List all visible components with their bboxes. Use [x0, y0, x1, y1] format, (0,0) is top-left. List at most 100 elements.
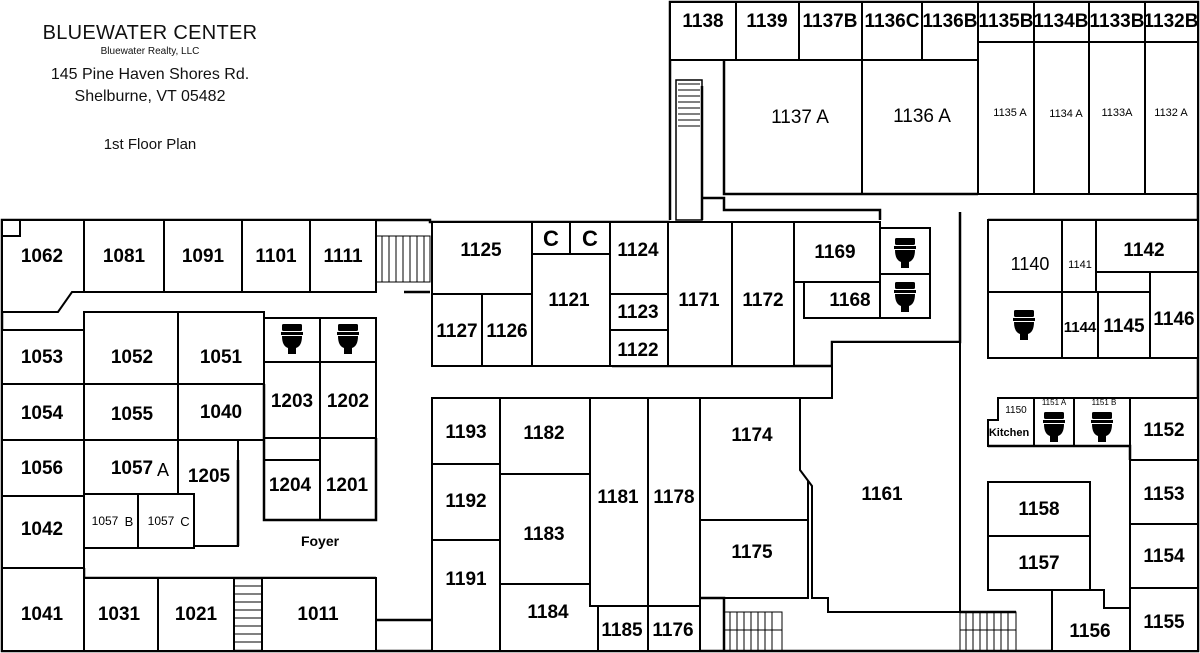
room-1126[interactable]: 1126 [481, 293, 533, 367]
svg-text:1183: 1183 [523, 524, 564, 545]
room-1169[interactable]: 1169 [793, 221, 881, 283]
room-1021[interactable]: 1021 [157, 577, 235, 652]
room-1155[interactable]: 1155 [1129, 587, 1199, 652]
room-1127[interactable]: 1127 [431, 293, 483, 367]
room-1145[interactable]: 1145 [1097, 291, 1151, 359]
room-1202[interactable]: 1202 [319, 361, 377, 439]
room-1011[interactable]: 1011 [261, 577, 377, 652]
room-1054[interactable]: 1054 [1, 383, 85, 441]
room-1133a[interactable]: 1133A [1088, 41, 1146, 195]
room-1040[interactable]: 1040 [177, 383, 265, 441]
room-1137a[interactable]: 1137 A [723, 59, 863, 195]
room-1138[interactable]: 1138 [669, 1, 737, 61]
restroom-west-1[interactable] [263, 317, 321, 363]
room-1121[interactable]: 1121 [531, 253, 611, 367]
room-1091[interactable]: 1091 [163, 219, 243, 293]
svg-text:1155: 1155 [1143, 612, 1185, 633]
room-1146[interactable]: 1146 [1149, 271, 1199, 359]
room-1176[interactable]: 1176 [647, 605, 701, 652]
room-1122[interactable]: 1122 [609, 329, 669, 367]
restroom-west-2[interactable] [319, 317, 377, 363]
room-1192[interactable]: 1192 [431, 463, 501, 541]
svg-text:1144: 1144 [1064, 319, 1097, 336]
svg-text:1192: 1192 [445, 491, 486, 512]
room-1174[interactable]: 1174 [699, 397, 809, 521]
room-1053[interactable]: 1053 [1, 329, 85, 385]
room-1137b[interactable]: 1137B [798, 1, 863, 61]
room-1191[interactable]: 1191 [431, 539, 501, 652]
restroom-1169[interactable] [879, 227, 931, 275]
room-1154[interactable]: 1154 [1129, 523, 1199, 589]
room-1178[interactable]: 1178 [647, 397, 701, 607]
svg-text:1135B: 1135B [979, 11, 1034, 32]
room-1144[interactable]: 1144 [1061, 291, 1099, 359]
room-1141[interactable]: 1141 [1061, 219, 1097, 293]
room-1123[interactable]: 1123 [609, 293, 669, 331]
room-1185[interactable]: 1185 [597, 605, 649, 652]
restroom-1151b[interactable]: 1151 B [1073, 397, 1131, 447]
svg-text:1057: 1057 [111, 458, 153, 479]
room-1051[interactable]: 1051 [177, 311, 265, 385]
room-1203[interactable]: 1203 [263, 361, 321, 439]
room-1136c[interactable]: 1136C [861, 1, 923, 61]
room-1168[interactable]: 1168 [803, 281, 881, 319]
room-1134a[interactable]: 1134 A [1033, 41, 1090, 195]
room-1081[interactable]: 1081 [83, 219, 165, 293]
svg-text:1132 A: 1132 A [1154, 107, 1188, 119]
room-1042[interactable]: 1042 [1, 495, 85, 569]
room-1136a[interactable]: 1136 A [861, 59, 979, 195]
room-1111[interactable]: 1111 [309, 219, 377, 293]
room-1172[interactable]: 1172 [731, 221, 795, 367]
room-1135a[interactable]: 1135 A [977, 41, 1035, 195]
restroom-1140[interactable] [987, 291, 1063, 359]
corridor-walls-south [700, 596, 726, 651]
room-1157[interactable]: 1157 [987, 535, 1091, 591]
room-1153[interactable]: 1153 [1129, 459, 1199, 525]
room-1101[interactable]: 1101 [241, 219, 311, 293]
restroom-1151a[interactable]: 1151 A [1033, 397, 1075, 447]
restroom-1168[interactable] [879, 273, 931, 319]
svg-text:1126: 1126 [486, 321, 527, 342]
svg-text:1156: 1156 [1069, 621, 1110, 642]
room-1139[interactable]: 1139 [735, 1, 800, 61]
room-1184[interactable]: 1184 [499, 583, 599, 652]
room-1201[interactable]: 1201 [319, 437, 377, 521]
room-1175[interactable]: 1175 [699, 519, 809, 599]
room-1136b[interactable]: 1136B [921, 1, 979, 61]
room-1181[interactable]: 1181 [589, 397, 649, 607]
room-1125[interactable]: 1125 [431, 221, 533, 295]
room-1182[interactable]: 1182 [499, 397, 591, 475]
room-1152[interactable]: 1152 [1129, 397, 1199, 461]
room-1041[interactable]: 1041 [1, 567, 85, 652]
room-1056[interactable]: 1056 [1, 439, 85, 497]
room-1204[interactable]: 1204 [263, 459, 321, 521]
room-1135b[interactable]: 1135B [977, 1, 1035, 43]
room-1142[interactable]: 1142 [1095, 219, 1199, 273]
room-1193[interactable]: 1193 [431, 397, 501, 465]
room-1062[interactable]: 1062 [1, 219, 85, 313]
room-1124[interactable]: 1124 [609, 221, 669, 295]
room-1158[interactable]: 1158 [987, 481, 1091, 537]
room-1031[interactable]: 1031 [83, 577, 159, 652]
room-1140[interactable]: 1140 [987, 219, 1063, 293]
svg-text:1136B: 1136B [923, 11, 978, 32]
room-1171[interactable]: 1171 [667, 221, 733, 367]
room-1161[interactable]: 1161 [799, 341, 961, 613]
foyer[interactable]: Foyer [301, 533, 340, 549]
room-1052[interactable]: 1052 [83, 311, 179, 385]
svg-text:1062: 1062 [21, 246, 63, 267]
room-1183[interactable]: 1183 [499, 473, 591, 585]
room-1055[interactable]: 1055 [83, 383, 179, 441]
closet-c2[interactable]: C [569, 221, 611, 255]
room-1132a[interactable]: 1132 A [1144, 41, 1199, 195]
room-1156[interactable]: 1156 [1051, 589, 1131, 652]
room-1132b[interactable]: 1132B [1144, 1, 1199, 43]
room-1133b[interactable]: 1133B [1088, 1, 1146, 43]
closet-c1[interactable]: C [531, 221, 571, 255]
svg-text:1127: 1127 [436, 321, 477, 342]
room-1134b[interactable]: 1134B [1033, 1, 1090, 43]
